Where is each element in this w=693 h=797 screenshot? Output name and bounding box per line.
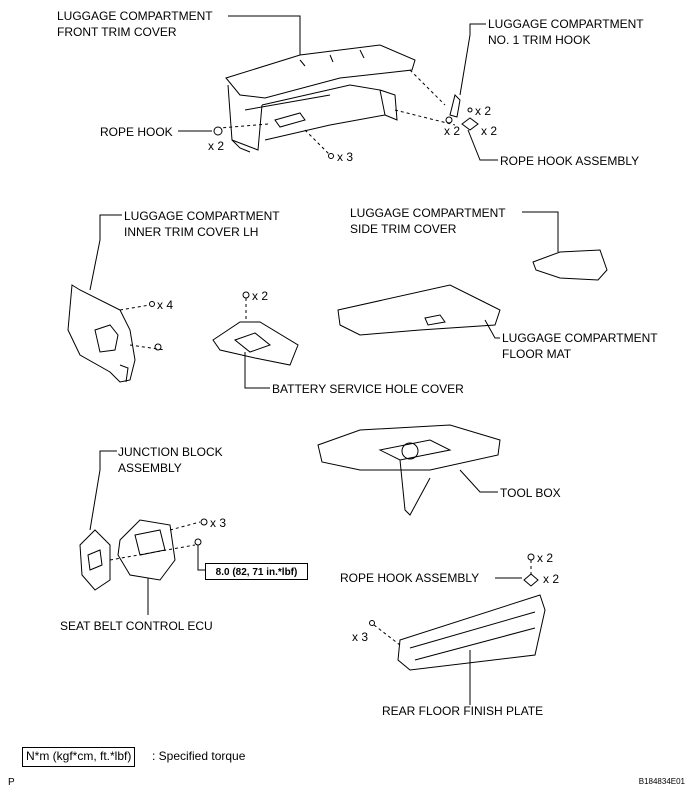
- label-junction-block: JUNCTION BLOCK ASSEMBLY: [118, 445, 223, 475]
- label-front-trim-cover: LUGGAGE COMPARTMENT FRONT TRIM COVER: [57, 9, 213, 39]
- label-rear-floor-plate: REAR FLOOR FINISH PLATE: [382, 704, 544, 718]
- qty-rope-hook: x 2: [208, 139, 225, 153]
- qty-rear-screw: x 2: [537, 551, 554, 565]
- trim-hook-drawing: [445, 94, 479, 131]
- qty-rear-clip: x 3: [352, 630, 369, 644]
- clip-inner-2-icon: [154, 343, 162, 351]
- dashed-guides-top: [219, 69, 456, 156]
- clip-inner-icon: [149, 301, 155, 307]
- qty-trim-hook-screw: x 2: [475, 104, 492, 118]
- label-battery-cover: BATTERY SERVICE HOLE COVER: [272, 382, 464, 396]
- qty-inner-trim-clip: x 4: [157, 298, 174, 312]
- inner-trim-cover-drawing: [67, 284, 136, 383]
- label-side-trim-cover: LUGGAGE COMPARTMENT SIDE TRIM COVER: [350, 206, 506, 236]
- label-rope-hook-assembly-top: ROPE HOOK ASSEMBLY: [500, 154, 640, 168]
- leader-junction-block: [89, 450, 117, 531]
- battery-clip-icon: [242, 291, 250, 299]
- torque-spec-box: 8.0 (82, 71 in.*lbf): [205, 563, 308, 580]
- label-inner-trim-cover: LUGGAGE COMPARTMENT INNER TRIM COVER LH: [124, 209, 280, 239]
- qty-trim-hook-left: x 2: [444, 124, 461, 138]
- battery-cover-drawing: [212, 321, 299, 366]
- rear-floor-plate-drawing: [397, 594, 546, 671]
- leader-tool-box: [459, 469, 498, 493]
- label-rope-hook: ROPE HOOK: [100, 125, 173, 139]
- qty-ecu-nut: x 3: [210, 516, 227, 530]
- dashed-ecu: [109, 521, 201, 561]
- side-trim-cover-drawing: [532, 249, 608, 281]
- label-rope-hook-assembly-bottom: ROPE HOOK ASSEMBLY: [340, 571, 480, 585]
- leader-floor-mat: [484, 319, 500, 339]
- front-trim-cover-drawing: [225, 44, 416, 153]
- rope-hook-left-icon: [213, 126, 223, 136]
- legend-torque-unit-box: N*m (kgf*cm, ft.*lbf): [22, 747, 136, 767]
- leader-trim-hook: [459, 23, 486, 96]
- dashed-guides-inner: [119, 304, 166, 351]
- qty-battery-cover-clip: x 2: [252, 289, 269, 303]
- qty-trim-hook-right: x 2: [481, 124, 498, 138]
- junction-block-drawing: [79, 529, 111, 591]
- dashed-rear-clip: [373, 624, 401, 646]
- leader-battery: [244, 352, 270, 389]
- leader-rope-hook-assembly: [467, 129, 498, 161]
- leader-side-trim: [522, 211, 559, 252]
- ecu-nut-2-icon: [194, 538, 202, 546]
- ecu-nut-icon: [200, 518, 208, 526]
- leader-inner-trim: [89, 214, 122, 291]
- label-tool-box: TOOL BOX: [500, 486, 561, 500]
- leader-front-trim: [228, 15, 301, 55]
- figure-code: B184834E01: [638, 777, 685, 786]
- leader-torque: [197, 545, 205, 571]
- qty-front-clip: x 3: [337, 150, 354, 164]
- rear-hook-icon: [523, 573, 539, 587]
- rear-screw-icon: [527, 553, 535, 561]
- clip-icon: [328, 153, 334, 159]
- legend-specified-torque: : Specified torque: [152, 749, 246, 763]
- label-seat-belt-ecu: SEAT BELT CONTROL ECU: [60, 619, 213, 633]
- page-mark: P: [8, 777, 15, 788]
- label-no1-trim-hook: LUGGAGE COMPARTMENT NO. 1 TRIM HOOK: [488, 17, 644, 47]
- seat-belt-ecu-drawing: [117, 519, 176, 581]
- qty-rear-hook: x 2: [543, 572, 560, 586]
- rear-clip-icon: [369, 620, 375, 626]
- floor-mat-drawing: [337, 284, 501, 336]
- tool-box-drawing: [317, 424, 501, 516]
- label-floor-mat: LUGGAGE COMPARTMENT FLOOR MAT: [502, 331, 658, 361]
